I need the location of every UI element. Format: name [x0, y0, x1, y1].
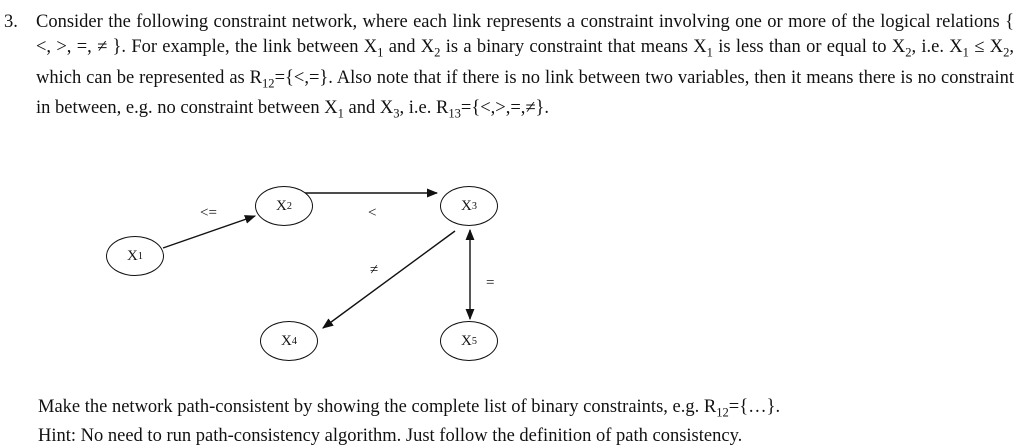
subscript: 1 [137, 250, 143, 262]
node-label: X [461, 197, 472, 214]
question-text-part: ={<,=}. Also note that if there is no li… [36, 67, 1014, 119]
question-text-part: , which can be represented as R [36, 37, 1014, 88]
edge-label-x1-x2: <= [200, 205, 217, 221]
question-text-part: Consider the following constraint networ… [36, 12, 1014, 57]
hint-text: Hint: No need to run path-consistency al… [38, 425, 743, 446]
subscript: 4 [291, 335, 297, 347]
subscript: 3 [471, 200, 477, 212]
edge-x3-x4 [322, 230, 456, 329]
question-text-part: is a binary constraint that means X [440, 37, 707, 57]
question-text-part: ≤ X [968, 37, 1004, 57]
question-text-part: ={<,>,=,≠}. [460, 98, 550, 119]
node-label: X [281, 332, 292, 349]
node-label: X [461, 332, 472, 349]
subscript: 12 [262, 76, 275, 91]
edge-label-x2-x3: < [368, 205, 377, 221]
question-text-part: is less than or equal to X [712, 37, 906, 57]
subscript: 13 [448, 107, 461, 122]
instructions: Make the network path-consistent by show… [38, 396, 780, 448]
question-text-part: , i.e. R [399, 98, 449, 119]
node-label: X [127, 247, 138, 264]
subscript: 12 [716, 405, 729, 420]
question-number: 3. [4, 12, 18, 32]
question-text-part: and X [343, 98, 394, 119]
subscript: 2 [905, 45, 912, 60]
instruction-text: ={…}. [728, 397, 781, 417]
question-text-part: and X [383, 37, 435, 57]
node-label: X [276, 197, 287, 214]
question-text-part: , i.e. X [911, 37, 963, 57]
question-text: Consider the following constraint networ… [36, 10, 1014, 127]
instruction-text: Make the network path-consistent by show… [38, 397, 717, 417]
subscript: 3 [393, 107, 400, 122]
subscript: 1 [706, 45, 713, 60]
subscript: 2 [286, 200, 292, 212]
subscript: 5 [471, 335, 477, 347]
question-block: 3. Consider the following constraint net… [4, 10, 1014, 127]
subscript: 2 [434, 45, 441, 60]
edge-label-x3-x5: = [486, 275, 495, 291]
subscript: 1 [962, 45, 969, 60]
edge-label-x3-x4: ≠ [370, 262, 379, 278]
subscript: 2 [1003, 45, 1010, 60]
subscript: 1 [337, 107, 344, 122]
subscript: 1 [377, 45, 384, 60]
